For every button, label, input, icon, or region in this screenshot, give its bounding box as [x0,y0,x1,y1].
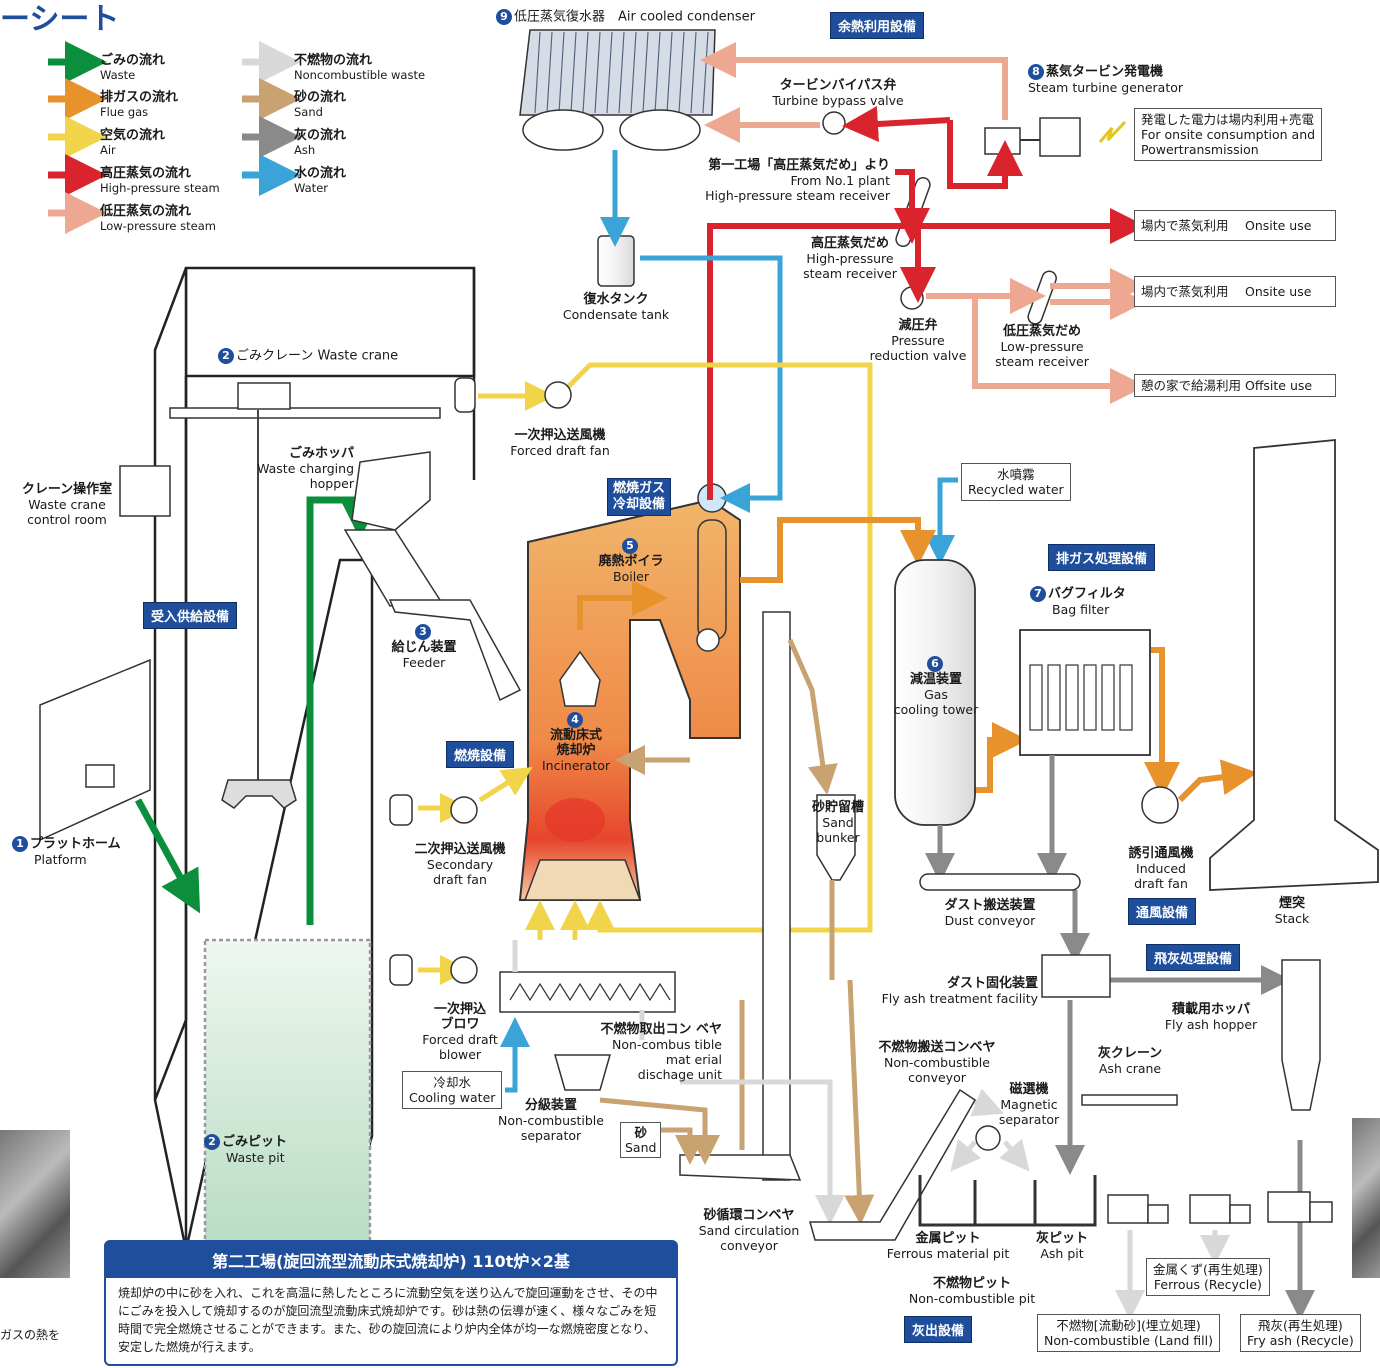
platform [40,660,150,840]
fly-ash-hopper-shape [1282,960,1320,1110]
tag-waste-heat: 余熱利用設備 [830,12,924,39]
box-recycled-water: 水噴霧 Recycled water [961,463,1071,501]
panel-text: 焼却炉の中に砂を入れ、これを高温に熱したところに流動空気を送り込んで旋回運動をさ… [106,1278,676,1362]
crane-girder [170,408,440,418]
description-panel: 第二工場(旋回流型流動床式焼却炉) 110t炉×2基 焼却炉の中に砂を入れ、これ… [104,1240,678,1366]
trucks [1108,1192,1332,1223]
crane-grab [222,780,296,808]
dust-conveyor-shape [920,874,1080,890]
side-text: ガスの熱を [0,1326,60,1343]
condensate-tank [598,236,634,286]
pits-shape [920,1175,1095,1225]
platform-truck [86,765,114,787]
tag-gas-cooling: 燃焼ガス 冷却設備 [607,478,671,516]
box-noncombustible: 不燃物[流動砂](埋立処理) Non-combustible (Land fil… [1037,1314,1220,1352]
photo-right [1352,1118,1380,1278]
box-offsite: 憩の家で給湯利用 Offsite use [1134,374,1336,397]
ash-crane-shape [1082,1095,1177,1105]
box-power: 発電した電力は場内利用+売電 For onsite consumption an… [1134,108,1322,161]
box-flyash: 飛灰(再生処理) Fry ash (Recycle) [1240,1314,1361,1352]
label-feeder: 3給じん装置Feeder [384,624,464,670]
hopper-shape [352,452,430,530]
magnet-shape [976,1126,1000,1150]
bucket-elevator [763,612,790,1180]
crane-trolley [238,383,290,409]
control-room [120,466,170,516]
nc-conveyor-shape [810,1090,975,1240]
photo-left [0,1130,70,1278]
tag-flue-gas: 排ガス処理設備 [1048,544,1155,571]
tag-ash-out: 灰出設備 [904,1316,972,1343]
condenser-shape [520,30,715,150]
page-title: ーシート [0,0,119,38]
box-cooling-water: 冷却水 Cooling water [402,1071,502,1109]
fly-ash-facility-shape [1042,955,1110,997]
tag-ventilation: 通風設備 [1128,898,1196,925]
box-ferrous: 金属くず(再生処理) Ferrous (Recycle) [1146,1258,1270,1296]
turbine-shape [985,118,1125,156]
bagfilter-shape [1020,630,1150,755]
tag-receiving: 受入供給設備 [143,602,237,629]
box-onsite-2: 場内で蒸気利用 Onsite use [1134,276,1336,307]
idf-shape [1142,787,1178,823]
tag-fly-ash: 飛灰処理設備 [1146,944,1240,971]
box-onsite-1: 場内で蒸気利用 Onsite use [1134,210,1336,241]
sand-screen [500,972,675,1012]
panel-title: 第二工場(旋回流型流動床式焼却炉) 110t炉×2基 [106,1242,676,1278]
tag-combustion: 燃焼設備 [446,741,514,768]
stack-shape [1210,440,1378,890]
